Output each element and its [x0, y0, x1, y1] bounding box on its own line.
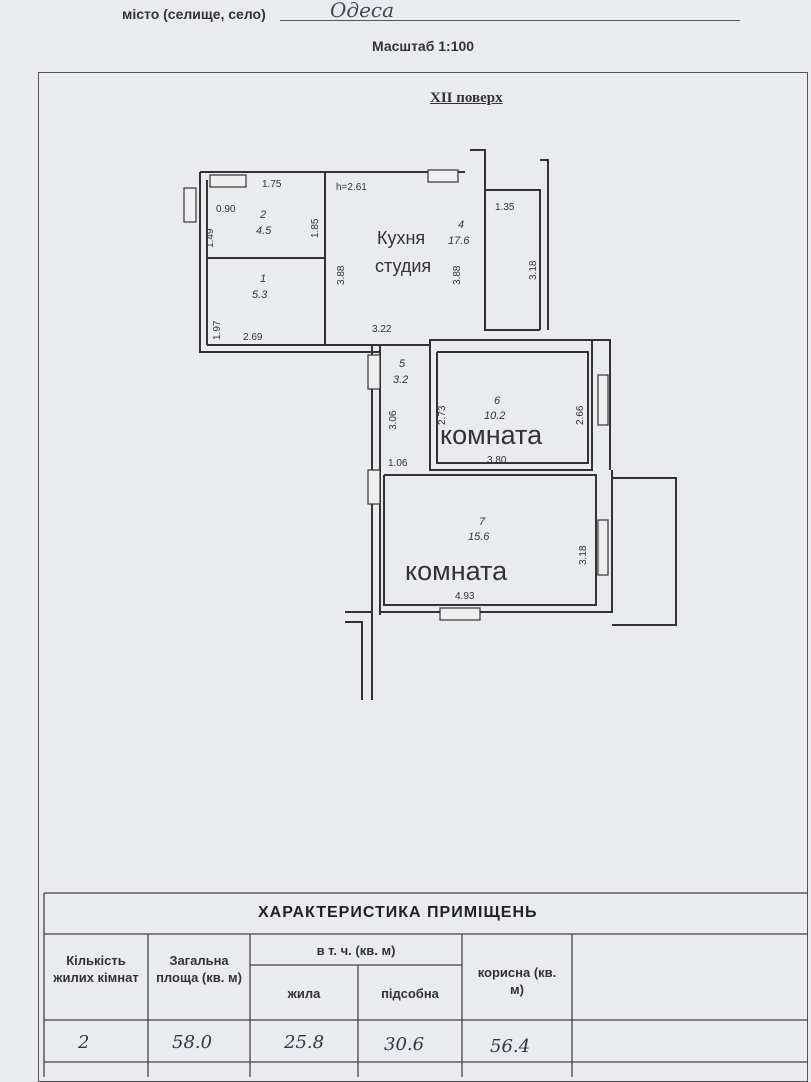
- room-area: 17.6: [448, 235, 470, 247]
- room-area: 5.3: [252, 289, 268, 301]
- dim-label: 3.22: [372, 324, 392, 335]
- col-header-total: Загальна площа (кв. м): [156, 953, 242, 985]
- floor-plan: 1.75 0.90 1.49 1.85 h=2.61 1.35 3.88 3.8…: [183, 149, 677, 700]
- table-title: ХАРАКТЕРИСТИКА ПРИМІЩЕНЬ: [258, 904, 538, 921]
- kitchen-label: Кухня: [377, 228, 425, 248]
- dim-label: 1.49: [205, 228, 216, 248]
- room-number: 1: [260, 273, 266, 285]
- dim-label: 2.73: [437, 405, 448, 425]
- room-number: 4: [458, 219, 464, 231]
- col-header-useful: корисна (кв. м): [477, 965, 557, 997]
- room-area: 4.5: [256, 225, 272, 237]
- city-value: Одеса: [330, 0, 395, 22]
- scale-label: Масштаб 1:100: [372, 38, 475, 54]
- window-symbol: [209, 174, 247, 188]
- window-symbol: [597, 374, 609, 426]
- dim-label: 3.88: [336, 265, 347, 285]
- dim-label: 3.88: [452, 265, 463, 285]
- dim-label: 3.18: [528, 260, 539, 280]
- dim-label: 0.90: [216, 204, 236, 215]
- plan-wall: [429, 339, 611, 471]
- dim-label: 3.18: [578, 545, 589, 565]
- dim-label: 1.75: [262, 179, 282, 190]
- room-number: 7: [479, 516, 486, 528]
- dim-label: 3.80: [487, 455, 507, 466]
- door-symbol: [367, 469, 381, 505]
- plan-wall: [436, 351, 589, 464]
- window-symbol: [439, 607, 481, 621]
- plan-wall: [345, 611, 373, 700]
- plan-wall: [345, 621, 363, 700]
- room-label: комната: [405, 556, 508, 586]
- room-number: 5: [399, 358, 406, 370]
- col-header-aux: підсобна: [381, 986, 439, 1001]
- room-number: 6: [494, 395, 501, 407]
- dim-label: 2.69: [243, 332, 263, 343]
- city-label: місто (селище, село): [122, 6, 266, 22]
- floor-title: XII поверх: [430, 90, 503, 106]
- window-symbol: [427, 169, 459, 183]
- col-header-incl: в т. ч. (кв. м): [316, 943, 396, 958]
- plan-wall: [612, 477, 677, 626]
- dim-label: 1.06: [388, 458, 408, 469]
- door-symbol: [367, 354, 381, 390]
- dim-label: 1.97: [212, 320, 223, 340]
- dim-label: h=2.61: [336, 182, 367, 193]
- value-rooms: 2: [78, 1032, 90, 1053]
- window-symbol: [597, 519, 609, 576]
- plan-wall: [540, 159, 549, 330]
- city-underline: [280, 20, 740, 21]
- room-number: 2: [259, 209, 266, 221]
- value-total: 58.0: [172, 1032, 213, 1053]
- window-symbol: [183, 187, 197, 223]
- room-area: 3.2: [393, 374, 408, 386]
- kitchen-label: студия: [375, 256, 431, 276]
- plan-wall: [383, 474, 597, 606]
- col-header-living: жила: [287, 986, 321, 1001]
- value-living: 25.8: [284, 1032, 325, 1053]
- plan-wall: [484, 190, 540, 331]
- value-aux: 30.6: [384, 1034, 425, 1055]
- dim-label: 3.06: [388, 410, 399, 430]
- value-useful: 56.4: [490, 1036, 531, 1057]
- dim-label: 4.93: [455, 591, 475, 602]
- room-label: комната: [440, 420, 543, 450]
- dim-label: 2.66: [575, 405, 586, 425]
- col-header-rooms: Кількість жилих кімнат: [53, 953, 139, 985]
- room-area: 10.2: [484, 410, 505, 422]
- room-area: 15.6: [468, 531, 490, 543]
- dim-label: 1.35: [495, 202, 515, 213]
- dim-label: 1.85: [310, 218, 321, 238]
